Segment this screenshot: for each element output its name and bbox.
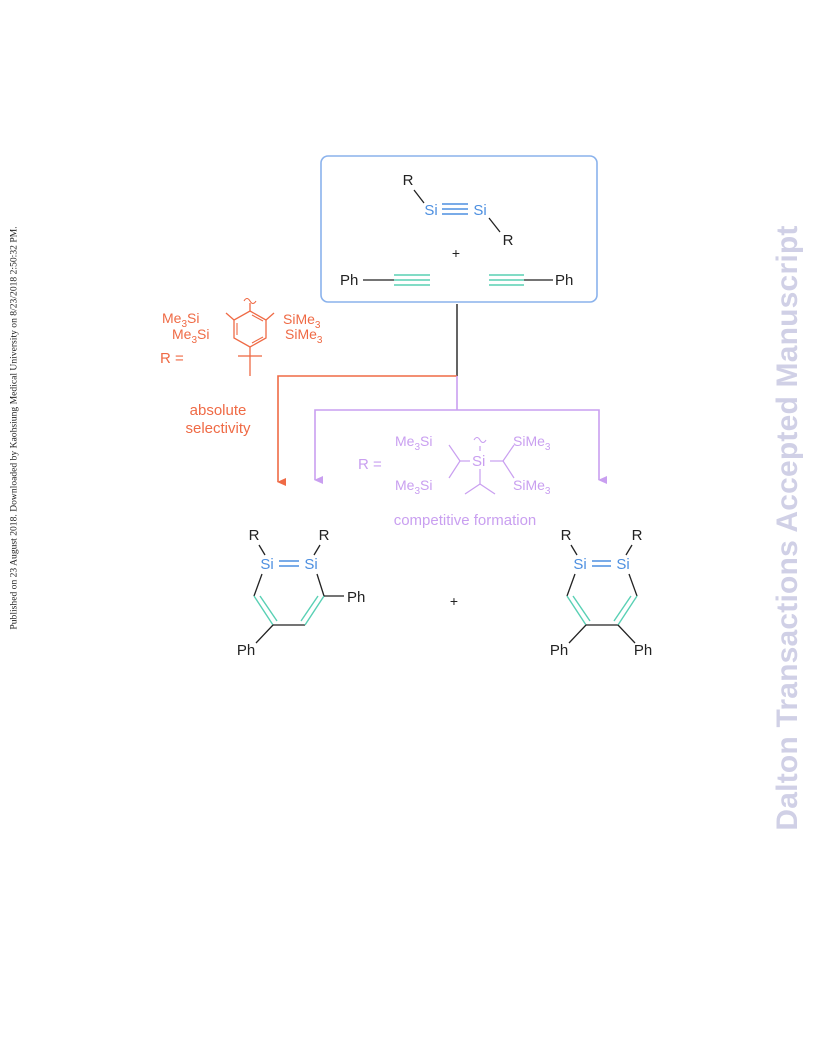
violet-r-definition: R = [358, 456, 382, 473]
violet-group-tr: SiMe3 [513, 433, 551, 453]
group-suffix: Si [197, 326, 209, 342]
ring-bond [304, 595, 325, 626]
subscript-digit: 3 [545, 486, 551, 497]
product-right-si1: Si [573, 556, 586, 573]
product-left-si1: Si [260, 556, 273, 573]
violet-group-tl: Me3Si [395, 433, 432, 453]
absolute-selectivity-label-1: absolute [190, 402, 247, 419]
group-suffix: Si [187, 310, 199, 326]
product-left-ph-bottom: Ph [237, 642, 255, 659]
violet-r-group: R = Si Me3Si Me3Si SiMe3 SiMe3 [358, 433, 551, 497]
competitive-formation-label: competitive formation [394, 512, 537, 529]
attachment-squiggle [473, 436, 487, 444]
disilyne-si-left: Si [424, 202, 437, 219]
reactant-plus: + [452, 245, 460, 261]
ring-bond [253, 595, 274, 626]
benzene-ring [233, 310, 267, 348]
subscript-digit: 3 [545, 442, 551, 453]
tbb-group-br: SiMe3 [285, 326, 323, 346]
violet-center-si: Si [472, 453, 485, 470]
ring-bond [613, 595, 632, 622]
product-plus: + [450, 593, 458, 609]
violet-group-bl: Me3Si [395, 477, 432, 497]
ring-bond [572, 595, 591, 622]
product-left: R R Si Si Ph Ph [237, 527, 366, 659]
product-right-si2: Si [616, 556, 629, 573]
product-left-r2: R [319, 527, 330, 544]
orange-arrow [277, 375, 457, 486]
subscript-digit: 3 [315, 320, 321, 331]
phenylacetylene-left: Ph [340, 272, 430, 289]
subscript-digit: 3 [414, 486, 420, 497]
phenyl-label: Ph [555, 272, 573, 289]
orange-r-definition: R = [160, 350, 184, 367]
subscript-digit: 3 [191, 335, 197, 346]
product-right-r2: R [632, 527, 643, 544]
tbb-group-bl: Me3Si [172, 326, 209, 346]
tbb-group-tr: SiMe3 [283, 311, 321, 331]
absolute-selectivity-label-2: selectivity [185, 420, 251, 437]
ring-bond [300, 595, 319, 622]
product-right-ph-right: Ph [634, 642, 652, 659]
disilyne-si-right: Si [473, 202, 486, 219]
violet-arrow-right [457, 409, 607, 484]
reactant-box: R Si Si R + Ph Ph [320, 155, 598, 303]
violet-arrow-left [314, 409, 457, 484]
attachment-squiggle [243, 297, 257, 305]
subscript-digit: 3 [317, 335, 323, 346]
subscript-digit: 3 [414, 442, 420, 453]
subscript-digit: 3 [181, 319, 187, 330]
product-right-r1: R [561, 527, 572, 544]
phenyl-label: Ph [340, 272, 358, 289]
product-left-r1: R [249, 527, 260, 544]
product-right: R R Si Si Ph Ph [550, 527, 652, 659]
group-suffix: Si [420, 433, 432, 449]
ring-bond [617, 595, 638, 626]
ring-bond [259, 595, 278, 622]
product-right-ph-left: Ph [550, 642, 568, 659]
disilyne-r-bottom: R [503, 232, 514, 249]
phenylacetylene-right: Ph [489, 272, 573, 289]
reaction-arrows [277, 304, 607, 486]
product-left-si2: Si [304, 556, 317, 573]
ring-bond [566, 595, 587, 626]
product-left-ph-right: Ph [347, 589, 365, 606]
disilyne-r-top: R [403, 172, 414, 189]
disilyne: R Si Si R [403, 172, 514, 249]
violet-group-br: SiMe3 [513, 477, 551, 497]
group-suffix: Si [420, 477, 432, 493]
tbb-group-tl: Me3Si [162, 310, 199, 330]
reactant-frame [320, 155, 598, 303]
orange-r-group: Me3Si Me3Si SiMe3 SiMe3 R = [160, 297, 323, 376]
